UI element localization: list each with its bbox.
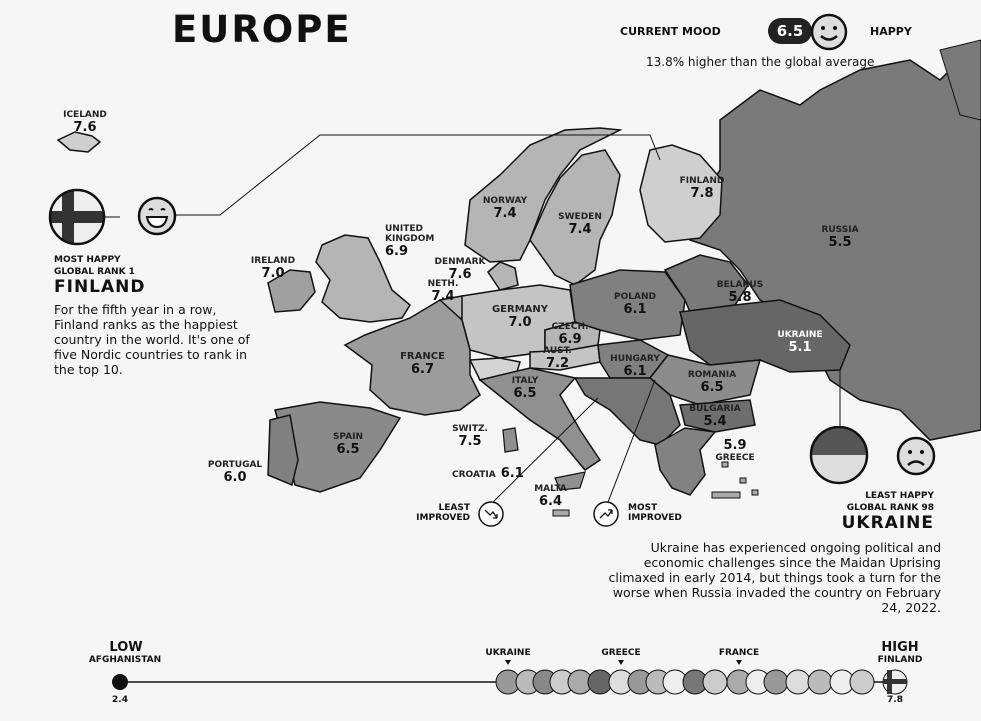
- most-happy-rank: GLOBAL RANK 1: [54, 267, 135, 277]
- region-denmark: [487, 261, 519, 291]
- scale-low-country: AFGHANISTAN: [88, 655, 162, 665]
- finland-flag-icon: [48, 188, 120, 246]
- region-france: [343, 299, 481, 416]
- mood-word: HAPPY: [870, 25, 912, 38]
- current-mood-label: CURRENT MOOD: [620, 25, 721, 38]
- least-happy-rank: GLOBAL RANK 98: [846, 503, 934, 513]
- country-label-austria: AUST.7.2: [543, 346, 572, 371]
- trend-down-icon: [478, 501, 504, 527]
- sad-face-icon: [896, 436, 936, 476]
- region-ireland: [267, 269, 316, 313]
- scale-marker-ukraine: UKRAINE: [485, 648, 531, 658]
- country-label-netherlands: NETH.7.4: [427, 279, 459, 304]
- country-label-czech: CZECH.6.9: [551, 322, 589, 347]
- trend-up-icon: [593, 501, 619, 527]
- scale-marker-france: FRANCE: [718, 648, 760, 658]
- country-label-switzerland: SWITZ.7.5: [452, 424, 488, 449]
- least-happy-text: Ukraine has experienced ongoing politica…: [608, 540, 941, 615]
- page-title: EUROPE: [172, 8, 352, 51]
- least-happy-country: UKRAINE: [841, 513, 934, 533]
- region-iceland: [56, 131, 102, 153]
- scale-high-label: HIGH: [881, 640, 919, 655]
- region-finland: [639, 144, 723, 243]
- happiness-scale: [112, 660, 908, 695]
- region-balkans: [573, 377, 681, 446]
- scale-high-value: 7.8: [887, 695, 903, 705]
- smiley-face-icon: [810, 13, 848, 51]
- scale-low-value: 2.4: [112, 695, 128, 705]
- most-improved-label: MOST IMPROVED: [628, 503, 682, 523]
- scale-low-label: LOW: [109, 640, 143, 655]
- scale-marker-greece: GREECE: [601, 648, 641, 658]
- country-label-croatia: CROATIA 6.1: [452, 466, 524, 481]
- least-improved-label: LEAST IMPROVED: [416, 503, 470, 523]
- region-italy: [478, 367, 602, 471]
- most-happy-text: For the fifth year in a row, Finland ran…: [54, 302, 250, 377]
- mood-subtitle: 13.8% higher than the global average: [646, 55, 875, 69]
- most-happy-country: FINLAND: [54, 277, 146, 297]
- region-norway: [464, 127, 623, 263]
- grinning-face-icon: [137, 196, 177, 236]
- region-sweden: [529, 149, 621, 286]
- ukraine-flag-icon: [809, 426, 869, 485]
- region-russia: [689, 54, 981, 441]
- least-happy-label: LEAST HAPPY: [865, 491, 934, 501]
- region-portugal: [267, 414, 299, 487]
- region-belarus: [663, 254, 749, 313]
- region-uk: [315, 234, 411, 323]
- most-happy-label: MOST HAPPY: [54, 255, 121, 265]
- region-greece: [654, 427, 717, 496]
- scale-high-country: FINLAND: [877, 655, 923, 665]
- region-bulgaria: [679, 399, 756, 433]
- mood-score-badge: 6.5: [768, 18, 812, 44]
